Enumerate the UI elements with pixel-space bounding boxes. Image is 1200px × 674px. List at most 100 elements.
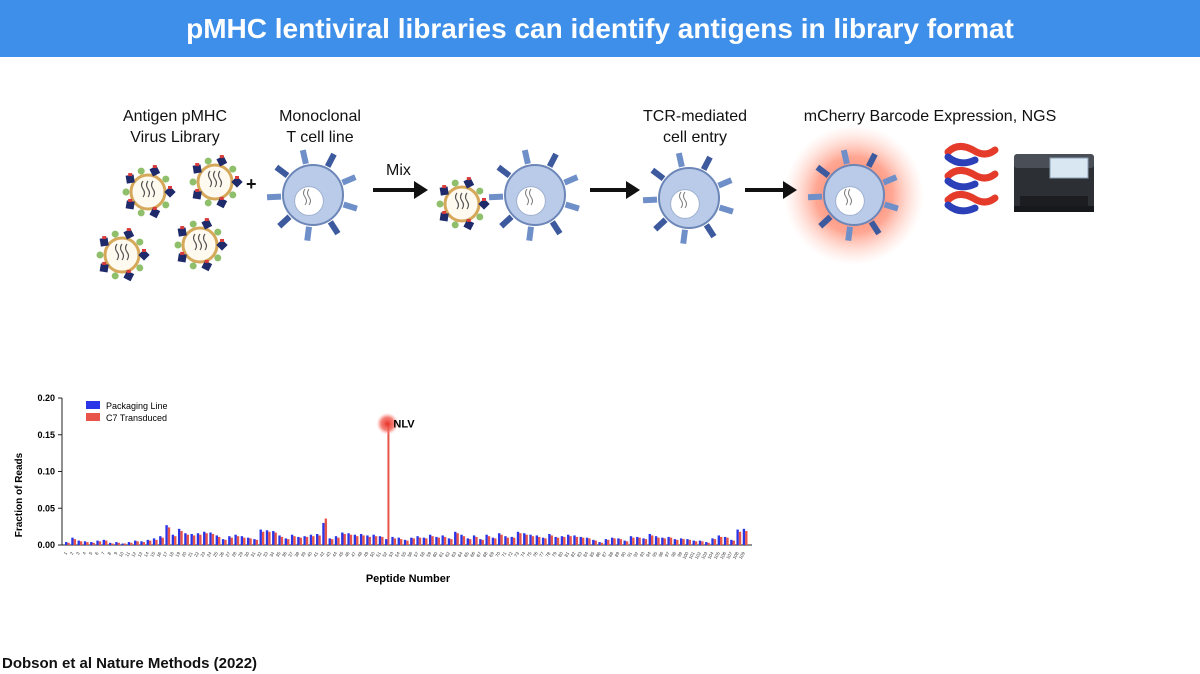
x-tick-label: 20 bbox=[181, 551, 188, 558]
x-tick-label: 59 bbox=[425, 551, 432, 558]
bar bbox=[650, 535, 654, 545]
x-tick-label: 74 bbox=[520, 551, 527, 558]
x-tick-label: 43 bbox=[325, 551, 332, 558]
bar bbox=[171, 534, 175, 545]
bar bbox=[679, 538, 683, 545]
bar bbox=[236, 536, 240, 545]
virus-particle-icon bbox=[96, 228, 150, 282]
legend-swatch-c7 bbox=[86, 413, 100, 421]
x-tick-label: 102 bbox=[694, 551, 702, 560]
bar bbox=[588, 538, 591, 545]
bar bbox=[385, 539, 388, 545]
bar bbox=[177, 528, 181, 545]
bar bbox=[215, 535, 218, 545]
bar bbox=[556, 537, 560, 545]
bar bbox=[243, 537, 246, 545]
bar bbox=[337, 537, 340, 545]
x-tick-label: 99 bbox=[676, 551, 683, 558]
bar bbox=[560, 536, 564, 545]
x-tick-label: 41 bbox=[312, 551, 319, 558]
bar bbox=[456, 533, 459, 545]
x-tick-label: 73 bbox=[513, 551, 520, 558]
bar bbox=[468, 539, 472, 545]
y-tick-label: 0.15 bbox=[37, 430, 55, 440]
arrow-right-icon bbox=[745, 181, 797, 199]
x-axis-label: Peptide Number bbox=[366, 573, 451, 585]
bar bbox=[506, 537, 510, 545]
x-tick-label: 23 bbox=[199, 551, 206, 558]
bar bbox=[416, 536, 419, 545]
sequencer-icon bbox=[1014, 154, 1094, 212]
bar bbox=[77, 540, 80, 545]
label-antigen-library: Antigen pMHC Virus Library bbox=[110, 106, 240, 148]
x-tick-label: 65 bbox=[463, 551, 470, 558]
bar bbox=[673, 539, 677, 545]
x-tick-label: 33 bbox=[262, 551, 269, 558]
bar bbox=[654, 536, 658, 545]
bar bbox=[579, 536, 582, 545]
mix-label: Mix bbox=[386, 162, 411, 179]
x-tick-label: 89 bbox=[614, 551, 621, 558]
x-tick-label: 53 bbox=[388, 551, 395, 558]
bar bbox=[142, 542, 146, 545]
bar bbox=[324, 518, 328, 545]
bar bbox=[280, 536, 284, 545]
bar bbox=[594, 540, 597, 545]
x-tick-label: 92 bbox=[632, 551, 639, 558]
x-tick-label: 88 bbox=[607, 551, 614, 558]
bar bbox=[356, 536, 359, 545]
y-axis-label: Fraction of Reads bbox=[14, 452, 25, 537]
bar bbox=[253, 539, 256, 545]
bar bbox=[698, 540, 702, 545]
bar bbox=[604, 539, 608, 545]
bar bbox=[701, 541, 704, 545]
bar bbox=[293, 536, 296, 545]
bar bbox=[86, 542, 89, 545]
legend-label-packaging: Packaging Line bbox=[106, 401, 168, 411]
bar bbox=[221, 539, 225, 545]
x-tick-label: 94 bbox=[645, 551, 652, 558]
x-tick-label: 75 bbox=[526, 551, 533, 558]
arrow-right-icon bbox=[590, 181, 640, 199]
bar bbox=[418, 537, 422, 545]
bar bbox=[481, 539, 484, 545]
bar bbox=[186, 534, 189, 545]
x-tick-label: 100 bbox=[681, 551, 689, 560]
x-tick-label: 2 bbox=[69, 551, 75, 556]
x-tick-label: 109 bbox=[738, 551, 746, 560]
bar bbox=[544, 538, 547, 545]
bar bbox=[692, 540, 695, 545]
bar bbox=[592, 539, 595, 545]
bar bbox=[425, 538, 428, 545]
x-tick-label: 83 bbox=[576, 551, 583, 558]
bar bbox=[510, 536, 513, 545]
bar bbox=[466, 538, 469, 545]
x-tick-label: 31 bbox=[250, 551, 257, 558]
bar bbox=[165, 525, 168, 545]
bar bbox=[554, 536, 557, 545]
bar bbox=[435, 536, 438, 545]
bar bbox=[272, 531, 275, 545]
nlv-annotation: NLV bbox=[393, 419, 415, 431]
bar bbox=[196, 533, 200, 545]
bar bbox=[192, 535, 196, 545]
x-tick-label: 98 bbox=[670, 551, 677, 558]
bar bbox=[711, 538, 714, 545]
bar bbox=[240, 536, 244, 545]
bar bbox=[472, 535, 476, 545]
bar bbox=[83, 541, 87, 545]
y-tick-label: 0.05 bbox=[37, 503, 55, 513]
bar bbox=[102, 539, 106, 545]
bar bbox=[312, 536, 315, 545]
bar bbox=[299, 537, 302, 545]
bar bbox=[140, 541, 143, 545]
x-tick-label: 54 bbox=[394, 551, 401, 558]
x-tick-label: 8 bbox=[107, 551, 113, 556]
chart-legend: Packaging Line C7 Transduced bbox=[86, 401, 168, 423]
x-tick-label: 64 bbox=[457, 551, 464, 558]
bar bbox=[625, 541, 629, 545]
bar bbox=[661, 537, 664, 545]
x-tick-label: 15 bbox=[149, 551, 156, 558]
bar bbox=[581, 537, 585, 545]
x-tick-label: 91 bbox=[626, 551, 633, 558]
